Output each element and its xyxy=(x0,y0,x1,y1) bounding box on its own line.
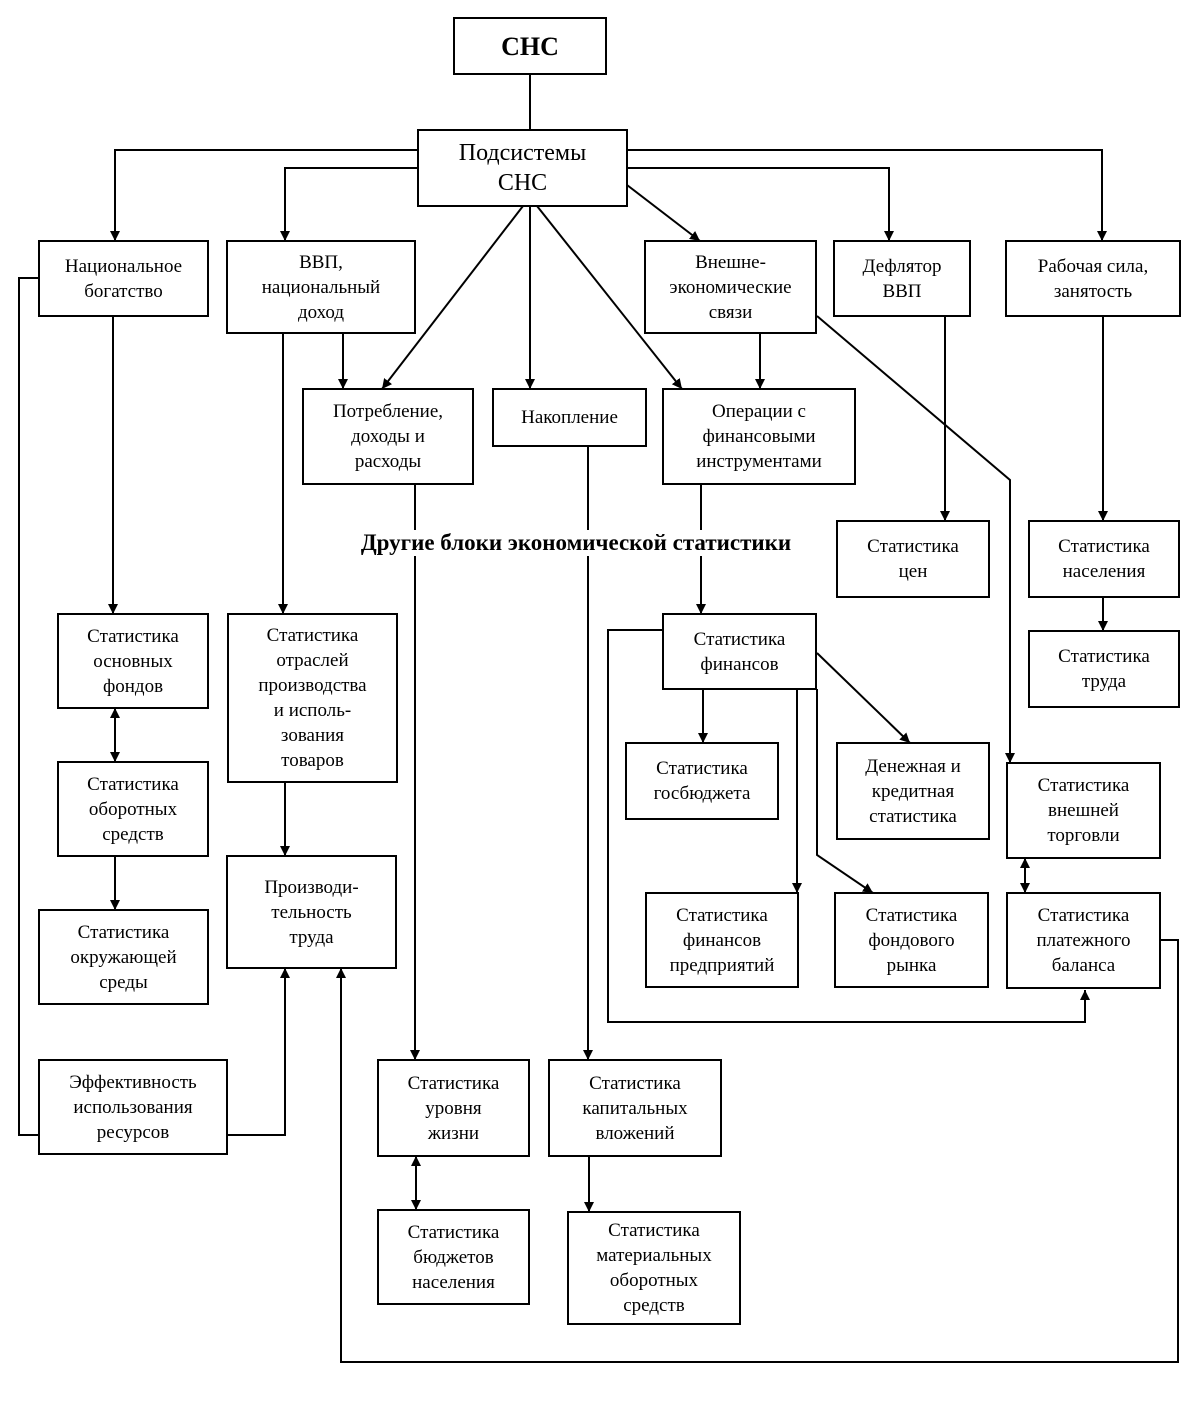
arrow-to-foreign-econ xyxy=(626,184,701,242)
subsystems-box: Подсистемы СНС xyxy=(417,129,628,207)
efficiency-box: Эффективность использования ресурсов xyxy=(38,1059,228,1155)
gdp-box: ВВП, национальный доход xyxy=(226,240,416,334)
price-stats-box: Статистика цен xyxy=(836,520,990,598)
living-standard-box: Статистика уровня жизни xyxy=(377,1059,530,1157)
other-blocks-heading: Другие блоки экономической статистики xyxy=(335,530,817,556)
stock-market-box: Статистика фондового рынка xyxy=(834,892,989,988)
labor-force-box: Рабочая сила, занятость xyxy=(1005,240,1181,317)
arrow-to-deflator xyxy=(627,167,894,241)
connector-wealth-efficiency xyxy=(18,277,39,1136)
foreign-trade-box: Статистика внешней торговли xyxy=(1006,762,1161,859)
capital-investment-box: Статистика капитальных вложений xyxy=(548,1059,722,1157)
arrow-efficiency-to-productivity xyxy=(227,968,290,1136)
finance-stats-box: Статистика финансов xyxy=(662,613,817,690)
money-credit-box: Денежная и кредитная статистика xyxy=(836,742,990,840)
arrow-to-consumption xyxy=(381,205,524,390)
arrow-to-national-wealth xyxy=(110,149,418,241)
working-capital-box: Статистика оборотных средств xyxy=(57,761,209,857)
balance-payments-box: Статистика платежного баланса xyxy=(1006,892,1161,989)
accumulation-box: Накопление xyxy=(492,388,647,447)
fixed-assets-box: Статистика основных фондов xyxy=(57,613,209,709)
environment-box: Статистика окружающей среды xyxy=(38,909,209,1005)
arrow-finance-to-balance xyxy=(607,629,1090,1023)
arrow-balance-to-productivity xyxy=(336,939,1179,1363)
arrow-finance-to-stock xyxy=(816,689,874,894)
arrow-to-gdp xyxy=(280,167,418,241)
industry-stats-box: Статистика отраслей производства и испол… xyxy=(227,613,398,783)
consumption-box: Потребление, доходы и расходы xyxy=(302,388,474,485)
population-stats-box: Статистика населения xyxy=(1028,520,1180,598)
state-budget-box: Статистика госбюджета xyxy=(625,742,779,820)
arrow-to-labor-force xyxy=(627,149,1107,241)
material-working-capital-box: Статистика материальных оборотных средст… xyxy=(567,1211,741,1325)
labor-stats-box: Статистика труда xyxy=(1028,630,1180,708)
national-wealth-box: Национальное богатство xyxy=(38,240,209,317)
foreign-econ-box: Внешне- экономические связи xyxy=(644,240,817,334)
arrow-to-financial-ops xyxy=(536,205,683,390)
household-budgets-box: Статистика бюджетов населения xyxy=(377,1209,530,1305)
arrow-foreign-to-trade xyxy=(816,315,1015,763)
productivity-box: Производи- тельность труда xyxy=(226,855,397,969)
enterprise-finance-box: Статистика финансов предприятий xyxy=(645,892,799,988)
arrow-finance-to-money xyxy=(816,652,911,744)
sns-box: СНС xyxy=(453,17,607,75)
financial-ops-box: Операции с финансовыми инструментами xyxy=(662,388,856,485)
deflator-box: Дефлятор ВВП xyxy=(833,240,971,317)
